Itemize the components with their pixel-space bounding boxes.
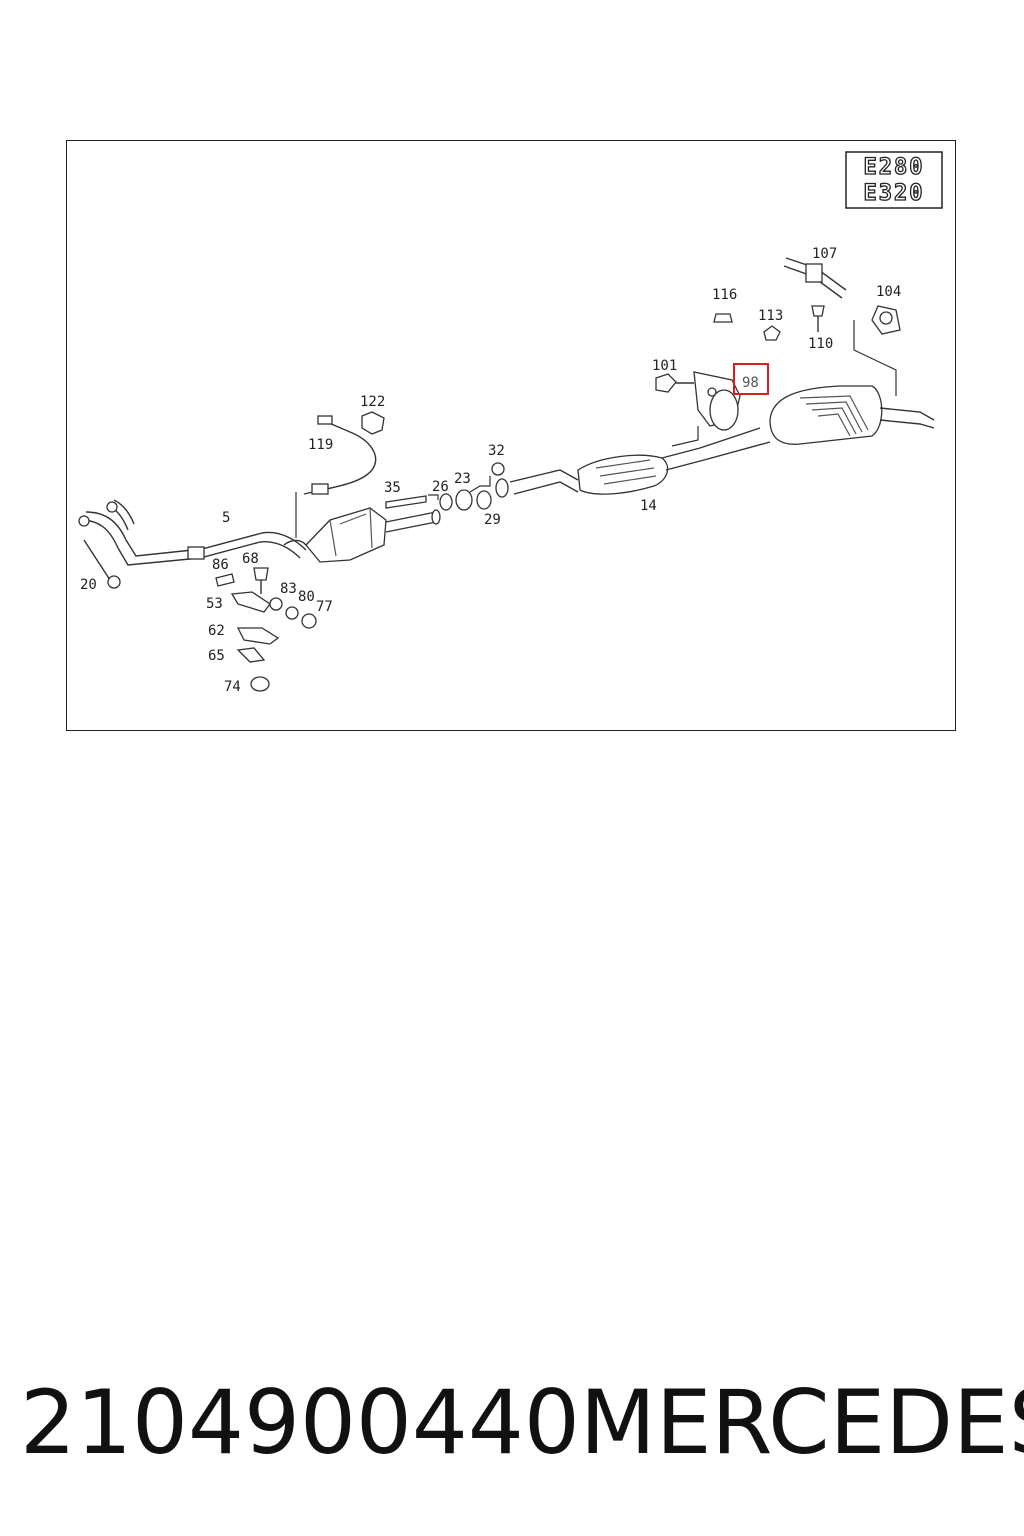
callout-29: 29 bbox=[484, 512, 501, 528]
callout-14: 14 bbox=[640, 498, 657, 514]
oxygen-sensor bbox=[295, 411, 385, 538]
callout-labels: 107 116 113 104 110 101 98 122 119 32 35… bbox=[80, 246, 901, 695]
diagram-frame bbox=[66, 140, 956, 731]
callout-83: 83 bbox=[280, 581, 297, 597]
bracket-hardware bbox=[83, 539, 317, 692]
callout-122: 122 bbox=[360, 394, 385, 410]
callout-104: 104 bbox=[876, 284, 901, 300]
front-pipe-assembly bbox=[78, 499, 307, 566]
callout-101: 101 bbox=[652, 358, 677, 374]
model-badge-e280: E280 bbox=[864, 155, 925, 180]
callout-116: 116 bbox=[712, 287, 737, 303]
callout-74: 74 bbox=[224, 679, 241, 695]
callout-68: 68 bbox=[242, 551, 259, 567]
callout-35: 35 bbox=[384, 480, 401, 496]
model-badge: E280 E320 bbox=[845, 151, 943, 209]
brand-name: MERCEDES bbox=[579, 1371, 1024, 1474]
callout-77: 77 bbox=[316, 599, 333, 615]
part-number: 2104900440 bbox=[20, 1371, 580, 1474]
callout-113: 113 bbox=[758, 308, 783, 324]
callout-26: 26 bbox=[432, 479, 449, 495]
callout-80: 80 bbox=[298, 589, 315, 605]
callout-119: 119 bbox=[308, 437, 333, 453]
clamp-group bbox=[385, 462, 505, 511]
hanger-bracket bbox=[655, 371, 741, 447]
callout-53: 53 bbox=[206, 596, 223, 612]
callout-5: 5 bbox=[222, 510, 230, 526]
callout-107: 107 bbox=[812, 246, 837, 262]
callout-98: 98 bbox=[742, 375, 759, 391]
model-badge-e320: E320 bbox=[864, 181, 925, 206]
callout-86: 86 bbox=[212, 557, 229, 573]
callout-110: 110 bbox=[808, 336, 833, 352]
center-muffler bbox=[495, 427, 771, 498]
exhaust-system-diagram: E280 E320 bbox=[78, 151, 943, 695]
callout-20: 20 bbox=[80, 577, 97, 593]
rear-hanger-parts bbox=[713, 257, 901, 341]
highlight-box bbox=[733, 363, 769, 395]
catalytic-converter bbox=[283, 507, 441, 563]
callout-62: 62 bbox=[208, 623, 225, 639]
part-caption: 2104900440 MERCEDES bbox=[20, 1368, 1024, 1478]
callout-32: 32 bbox=[488, 443, 505, 459]
callout-65: 65 bbox=[208, 648, 225, 664]
callout-23: 23 bbox=[454, 471, 471, 487]
rear-muffler bbox=[769, 320, 935, 445]
